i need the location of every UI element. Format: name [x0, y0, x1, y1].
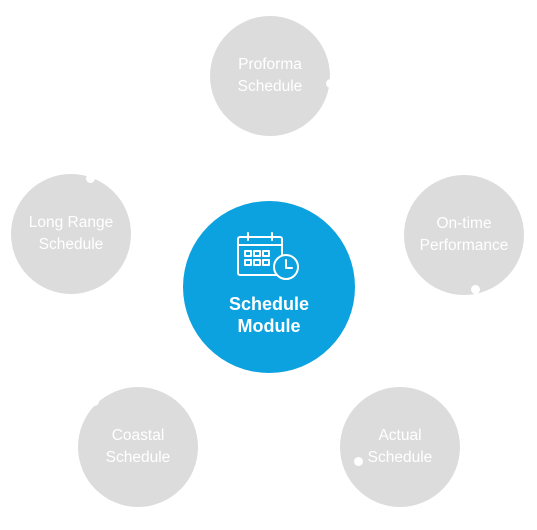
node-connector-notch: [326, 79, 335, 88]
node-label-line1: Actual: [378, 427, 422, 444]
schedule-module-title: Schedule Module: [229, 293, 309, 337]
node-label-line1: Coastal: [111, 427, 165, 444]
node-long-range-schedule[interactable]: Long Range Schedule: [11, 174, 131, 294]
node-connector-notch: [90, 397, 99, 406]
node-label-line2: Schedule: [105, 449, 171, 466]
node-label-line2: Schedule: [237, 78, 303, 95]
hub-title-line1: Schedule: [228, 294, 310, 314]
node-on-time-performance[interactable]: On-time Performance: [404, 175, 524, 295]
calendar-clock-icon: [237, 232, 299, 280]
node-label-line1: Long Range: [28, 214, 114, 231]
node-proforma-schedule[interactable]: Proforma Schedule: [210, 16, 330, 136]
node-label-line1: On-time: [436, 215, 492, 232]
node-connector-notch: [354, 457, 363, 466]
node-label-line1: Proforma: [238, 56, 302, 73]
hub-title-line2: Module: [237, 316, 301, 336]
node-actual-schedule[interactable]: Actual Schedule: [340, 387, 460, 507]
node-connector-notch: [86, 174, 95, 183]
schedule-module-hub[interactable]: Schedule Module: [183, 201, 355, 373]
node-label-line2: Schedule: [38, 236, 104, 253]
node-label-line2: Schedule: [367, 449, 433, 466]
node-coastal-schedule[interactable]: Coastal Schedule: [78, 387, 198, 507]
node-connector-notch: [471, 285, 480, 294]
node-label-line2: Performance: [419, 237, 509, 254]
